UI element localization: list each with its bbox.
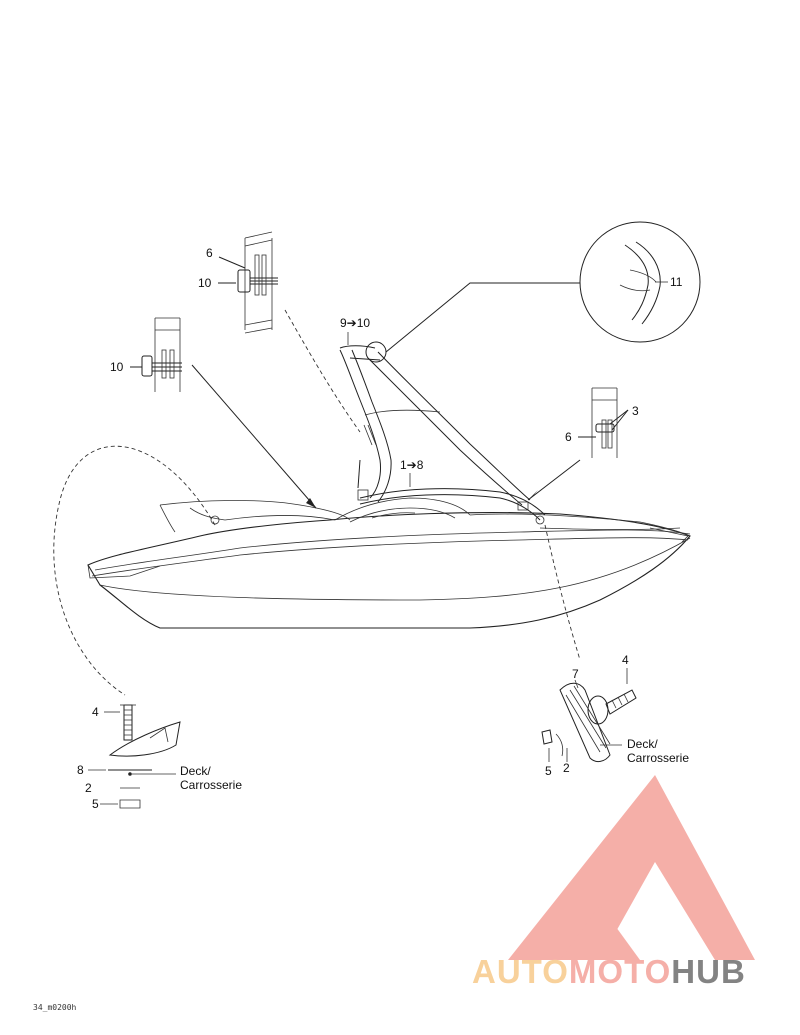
svg-text:AUTOMOTOHUB: AUTOMOTOHUB: [472, 953, 746, 990]
callout-9-10: 9➔10: [340, 316, 370, 330]
detail-bottom-right-hardware: 4 7 5 2 Deck/ Carrosserie: [541, 653, 689, 778]
wakeboard-tower: [339, 341, 531, 511]
watermark-triangle-icon: [508, 775, 755, 960]
callout-8-left: 8: [77, 763, 84, 777]
callout-5-right: 5: [545, 764, 552, 778]
callout-11: 11: [670, 275, 683, 289]
callout-10-top-left: 10: [198, 276, 212, 290]
callout-5-left: 5: [92, 797, 99, 811]
callout-6-top-left: 6: [206, 246, 213, 260]
callout-4-right: 4: [622, 653, 629, 667]
detail-top-left-mount: 6 10: [198, 231, 278, 334]
callout-7: 7: [572, 667, 579, 681]
watermark-logo: AUTOMOTOHUB: [472, 775, 755, 990]
callout-2-left: 2: [85, 781, 92, 795]
deck-note-right-line2: Carrosserie: [627, 751, 689, 765]
watermark-text-moto: MOTO: [569, 953, 671, 990]
callout-1-8: 1➔8: [400, 458, 424, 472]
detail-circle-11: 11: [385, 221, 701, 353]
reference-code: 34_m0200h: [33, 1003, 77, 1012]
callout-10-mid-left: 10: [110, 360, 124, 374]
detail-bottom-left-hardware: 4 8 2 5 Deck/ Carrosserie: [77, 704, 242, 811]
detail-right-mount: 3 6: [565, 387, 639, 458]
watermark-text-auto: AUTO: [472, 953, 569, 990]
callout-6-right: 6: [565, 430, 572, 444]
watermark-inner-triangle-icon: [560, 905, 640, 960]
deck-note-left-line2: Carrosserie: [180, 778, 242, 792]
deck-note-right-line1: Deck/: [627, 737, 658, 751]
deck-note-left-line1: Deck/: [180, 764, 211, 778]
boat-hull: [87, 497, 691, 629]
callout-2-right: 2: [563, 761, 570, 775]
bow-rail: [359, 488, 546, 525]
callout-4-left: 4: [92, 705, 99, 719]
watermark-text-hub: HUB: [671, 953, 746, 990]
leader-lines: [53, 309, 581, 696]
detail-mid-left-mount: 10: [110, 317, 182, 392]
tower-mount-circle: [365, 341, 387, 363]
callout-3: 3: [632, 404, 639, 418]
